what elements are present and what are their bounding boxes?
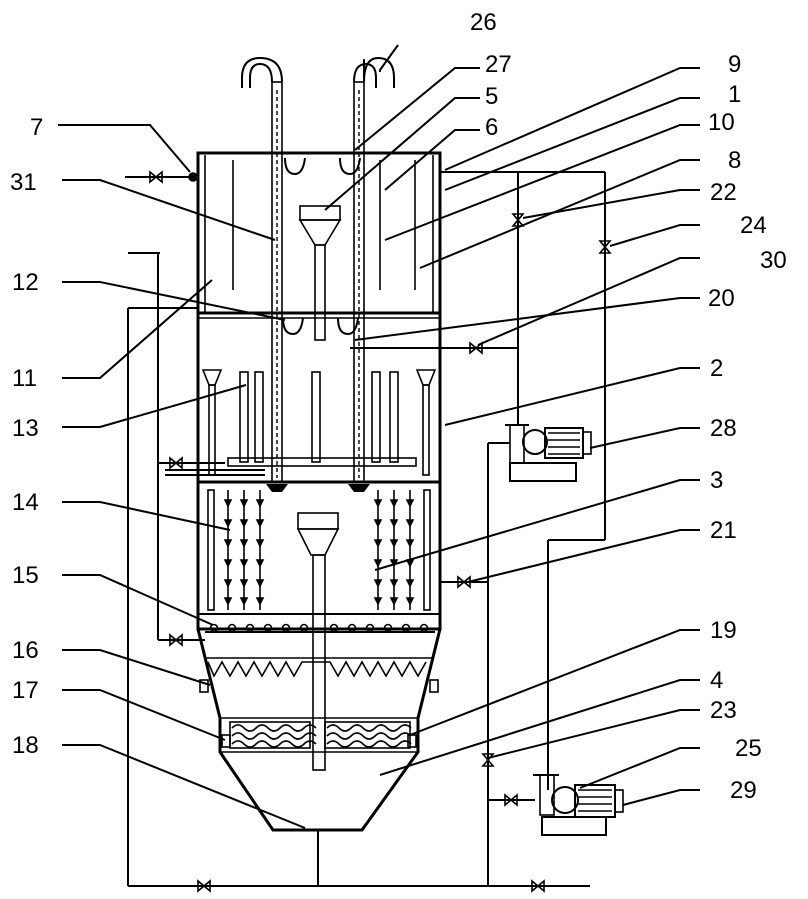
lower-funnel	[296, 512, 340, 771]
upper-funnel	[298, 205, 342, 341]
external-piping	[125, 171, 606, 887]
label-3: 3	[710, 467, 723, 494]
label-25: 25	[735, 735, 762, 762]
label-9: 9	[728, 51, 741, 78]
packing-layer	[229, 721, 412, 749]
label-28: 28	[710, 415, 737, 442]
label-22: 22	[710, 179, 737, 206]
label-20: 20	[708, 285, 735, 312]
label-4: 4	[710, 667, 723, 694]
label-21: 21	[710, 517, 737, 544]
label-23: 23	[710, 697, 737, 724]
middle-zone-baffles	[165, 369, 437, 476]
label-30: 30	[760, 247, 787, 274]
label-11: 11	[12, 365, 37, 392]
collector-cups	[282, 157, 361, 336]
label-17: 17	[12, 677, 39, 704]
part-labels: 26 27 9 5 1 7 6 10 8 31 22 24 30 12 20 2…	[10, 9, 787, 804]
label-19: 19	[710, 617, 737, 644]
side-tubes	[207, 489, 431, 611]
pump-28	[505, 424, 592, 482]
label-27: 27	[485, 51, 512, 78]
aeration-pipe	[205, 623, 435, 633]
bubble-columns	[223, 490, 415, 610]
label-26: 26	[470, 9, 497, 36]
vessel-body	[196, 151, 442, 631]
label-5: 5	[485, 83, 498, 110]
label-24: 24	[740, 212, 767, 239]
pump-29	[533, 774, 624, 836]
label-13: 13	[12, 415, 39, 442]
gas-risers	[241, 56, 395, 492]
label-16: 16	[12, 637, 39, 664]
valves	[149, 170, 612, 893]
label-7: 7	[30, 114, 43, 141]
sawtooth-weir	[207, 660, 427, 678]
label-29: 29	[730, 777, 757, 804]
label-8: 8	[728, 147, 741, 174]
label-12: 12	[12, 269, 39, 296]
label-31: 31	[10, 169, 37, 196]
label-15: 15	[12, 562, 39, 589]
label-18: 18	[12, 732, 39, 759]
label-14: 14	[12, 489, 39, 516]
label-1: 1	[728, 81, 741, 108]
label-2: 2	[710, 355, 723, 382]
label-10: 10	[708, 109, 735, 136]
label-6: 6	[485, 114, 498, 141]
leader-lines	[58, 44, 700, 829]
